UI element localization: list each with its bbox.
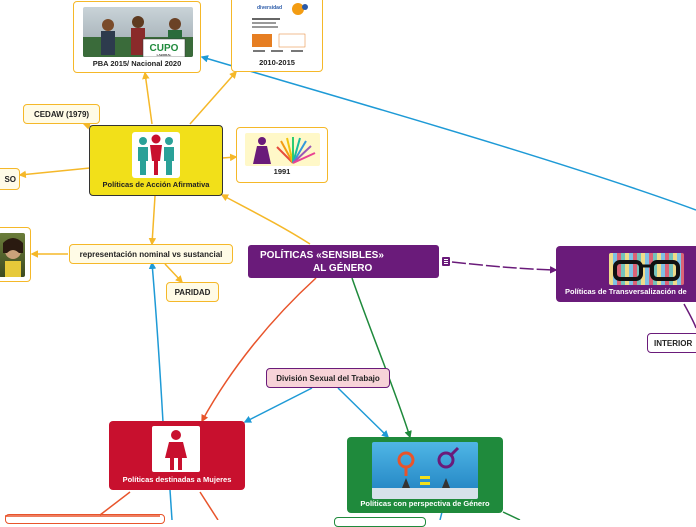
cedaw-label: CEDAW (1979) — [33, 109, 90, 119]
representacion-node[interactable]: representación nominal vs sustancial — [69, 244, 233, 264]
left-image-node[interactable] — [0, 227, 31, 282]
woman-icon — [152, 426, 200, 472]
link-division-mujeres — [243, 387, 313, 423]
transversalizacion-label: Políticas de Transversalización de — [565, 287, 687, 296]
link-central-transversal — [451, 261, 558, 274]
svg-text:diversidad: diversidad — [257, 5, 282, 11]
cupo-sign-text: CUPO — [150, 43, 179, 54]
accion-afirmativa-label: Políticas de Acción Afirmativa — [102, 180, 210, 189]
y1991-card[interactable]: 1991 — [236, 127, 328, 183]
transversalizacion-node[interactable]: Políticas de Transversalización de — [556, 246, 696, 302]
link-accion-representacion — [148, 195, 157, 246]
link-central-perspectiva — [351, 277, 412, 439]
division-label: División Sexual del Trabajo — [276, 373, 380, 383]
link-transversal-interior — [683, 303, 696, 329]
accion-afirmativa-node[interactable]: Políticas de Acción Afirmativa — [89, 125, 223, 196]
notes-icon[interactable] — [442, 257, 450, 266]
y2010-label: 2010-2015 — [259, 58, 295, 67]
link-mujeres-left — [99, 491, 131, 516]
mujeres-label: Políticas destinadas a Mujeres — [122, 475, 232, 484]
link-accion-2010 — [189, 70, 237, 125]
perspectiva-node[interactable]: Políticas con perspectiva de Género — [347, 437, 503, 513]
link-representacion-paridad — [164, 263, 184, 284]
left-cut-node[interactable]: SO — [0, 168, 20, 190]
link-accion-pba — [142, 71, 153, 125]
link-accion-1991 — [221, 153, 238, 162]
central-title-line1: POLÍTICAS «SENSIBLES» — [260, 250, 384, 261]
central-node[interactable]: POLÍTICAS «SENSIBLES» AL GÉNERO — [248, 245, 439, 278]
representacion-label: representación nominal vs sustancial — [79, 249, 223, 259]
link-right-pba — [200, 55, 696, 211]
cedaw-node[interactable]: CEDAW (1979) — [23, 104, 100, 124]
link-accion-left — [18, 167, 91, 179]
portrait-photo-icon — [0, 233, 25, 277]
link-mujeres-representacion — [148, 261, 164, 423]
y2010-card[interactable]: diversidad 2010-2015 — [231, 0, 323, 72]
cupo-sign-subtext: LABORAL — [157, 53, 172, 57]
mujeres-node[interactable]: Políticas destinadas a Mujeres — [109, 421, 245, 490]
link-perspectiva-down — [439, 511, 443, 520]
link-central-accion — [220, 194, 311, 245]
pba-card[interactable]: CUPO LABORAL PBA 2015/ Nacional 2020 — [73, 1, 201, 73]
three-people-icon — [132, 132, 180, 178]
link-central-mujeres — [201, 277, 317, 423]
link-mujeres-down — [169, 489, 173, 520]
link-mujeres-right — [199, 491, 219, 520]
interior-node[interactable]: INTERIOR — [647, 333, 696, 353]
paridad-label: PARIDAD — [174, 287, 211, 297]
perspectiva-label: Políticas con perspectiva de Género — [360, 499, 490, 508]
paridad-node[interactable]: PARIDAD — [166, 282, 219, 302]
bottom-left-box[interactable] — [5, 514, 165, 524]
division-node[interactable]: División Sexual del Trabajo — [266, 368, 390, 388]
central-title-line2: AL GÉNERO — [313, 263, 373, 274]
pba-label: PBA 2015/ Nacional 2020 — [92, 59, 182, 68]
protest-photo-icon: CUPO LABORAL — [83, 7, 193, 57]
woman-fan-icon — [245, 133, 320, 166]
bottom-green-box[interactable] — [334, 517, 426, 527]
left-cut-label: SO — [4, 174, 16, 184]
interior-label: INTERIOR — [654, 338, 693, 348]
link-perspectiva-right — [502, 511, 521, 520]
link-division-perspectiva — [337, 387, 390, 439]
glasses-icon — [609, 253, 684, 285]
y1991-label: 1991 — [273, 167, 291, 176]
poster-icon: diversidad — [241, 1, 315, 55]
gender-equality-icon — [372, 442, 478, 499]
